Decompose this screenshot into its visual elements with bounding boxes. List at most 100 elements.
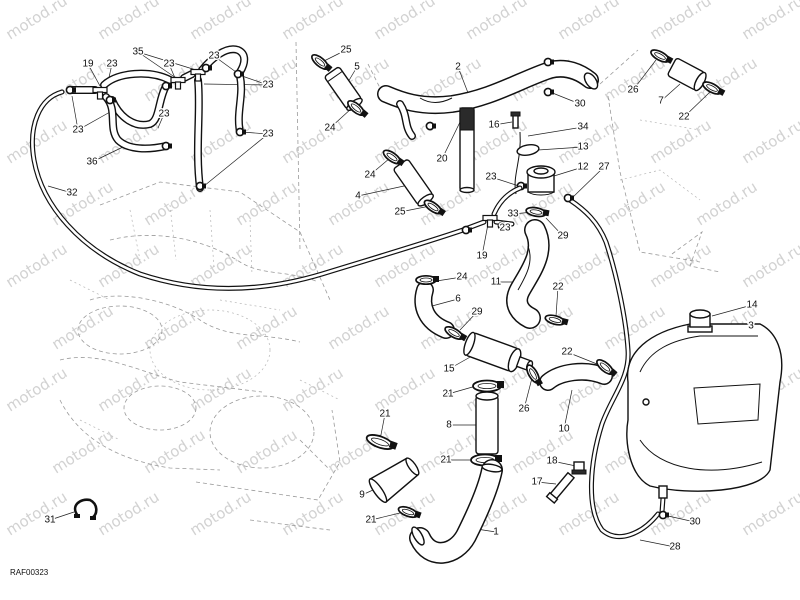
part-number-callout: 30 [574, 99, 586, 110]
part-number-callout: 12 [577, 162, 589, 173]
part-number-callout: 35 [132, 47, 144, 58]
expansion-tank-3 [626, 323, 783, 499]
part-number-callout: 32 [66, 188, 78, 199]
part-number-callout: 24 [456, 272, 468, 283]
watermark-text: motod.ru [233, 426, 301, 478]
bolt-16 [510, 111, 521, 129]
hose-7 [648, 46, 727, 99]
thermostat-housing-15 [463, 331, 534, 373]
watermark-text: motod.ru [187, 0, 255, 43]
part-number-callout: 19 [476, 251, 488, 262]
watermark-text: motod.ru [233, 302, 301, 354]
watermark-text: motod.ru [555, 0, 623, 43]
part-number-callout: 23 [163, 59, 175, 70]
watermark-text: motod.ru [601, 178, 669, 230]
part-number-callout: 21 [379, 409, 391, 420]
part-number-callout: 20 [436, 154, 448, 165]
part-number-callout: 23 [106, 59, 118, 70]
part-number-callout: 17 [531, 477, 543, 488]
part-number-callout: 21 [442, 389, 454, 400]
engine-outline-sketch [59, 41, 721, 531]
watermark-text: motod.ru [3, 364, 71, 416]
part-number-callout: 14 [746, 300, 758, 311]
watermark-text: motod.ru [739, 240, 800, 292]
figure-id: RAF00323 [10, 568, 49, 577]
part-number-callout: 23 [485, 172, 497, 183]
watermark-text: motod.ru [49, 178, 117, 230]
part-number-callout: 22 [561, 347, 573, 358]
watermark-text: motod.ru [739, 0, 800, 43]
watermark-text: motod.ru [3, 0, 71, 43]
part-number-callout: 31 [44, 515, 56, 526]
watermark-text: motod.ru [3, 240, 71, 292]
part-number-callout: 11 [491, 277, 502, 288]
part-number-callout: 34 [577, 122, 589, 133]
watermark-text: motod.ru [3, 488, 71, 540]
hose-clamp [415, 274, 440, 286]
hose-9 [364, 431, 423, 522]
watermark-text: motod.ru [371, 0, 439, 43]
watermark-text: motod.ru [647, 0, 715, 43]
watermark-text: motod.ru [279, 364, 347, 416]
part-number-callout: 29 [471, 307, 483, 318]
watermark-text: motod.ru [233, 178, 301, 230]
watermark-text: motod.ru [141, 302, 209, 354]
part-number-callout: 8 [446, 420, 452, 431]
pipe-20 [425, 107, 475, 194]
hose-10 [523, 356, 619, 387]
part-number-callout: 18 [546, 456, 558, 467]
part-number-callout: 22 [552, 282, 564, 293]
filler-neck-12 [514, 131, 556, 196]
hose-2 [386, 57, 600, 136]
watermark-text: motod.ru [325, 178, 393, 230]
clip-31 [73, 498, 98, 520]
part-number-callout: 24 [324, 123, 336, 134]
part-number-callout: 22 [678, 112, 690, 123]
watermark-text: motod.ru [693, 178, 761, 230]
watermark-text: motod.ru [95, 0, 163, 43]
watermark-text: motod.ru [187, 364, 255, 416]
watermark-text: motod.ru [647, 116, 715, 168]
part-number-callout: 10 [558, 424, 570, 435]
watermark-text: motod.ru [555, 488, 623, 540]
part-number-callout: 2 [455, 62, 461, 73]
part-number-callout: 21 [440, 455, 452, 466]
watermark-text: motod.ru [187, 488, 255, 540]
part-number-callout: 27 [598, 162, 610, 173]
part-number-callout: 21 [365, 515, 377, 526]
fitting-17-18 [545, 461, 587, 504]
hose-5 [308, 51, 370, 121]
part-number-callout: 23 [262, 129, 274, 140]
part-number-callout: 4 [355, 191, 361, 202]
part-number-callout: 26 [627, 85, 639, 96]
watermark-text: motod.ru [417, 426, 485, 478]
hose-clamp [543, 87, 555, 97]
part-number-callout: 26 [518, 404, 530, 415]
watermark-text: motod.ru [463, 0, 531, 43]
watermark-text: motod.ru [95, 364, 163, 416]
hose-1 [410, 463, 503, 553]
part-number-callout: 23 [72, 125, 84, 136]
hose-clamp [308, 51, 334, 75]
watermark-text: motod.ru [49, 426, 117, 478]
part-number-callout: 30 [689, 517, 701, 528]
watermark-text: motod.ru [325, 426, 393, 478]
watermark-text: motod.ru [279, 116, 347, 168]
part-number-callout: 6 [455, 294, 461, 305]
tank-cap-14 [658, 309, 713, 520]
watermark-text: motod.ru [739, 488, 800, 540]
part-number-callout: 1 [493, 527, 499, 538]
part-number-callout: 33 [507, 209, 519, 220]
part-number-callout: 7 [658, 96, 664, 107]
part-number-callout: 29 [557, 231, 569, 242]
hose-8 [470, 379, 505, 467]
part-number-callout: 16 [488, 120, 500, 131]
part-number-callout: 23 [262, 80, 274, 91]
part-number-callout: 13 [577, 142, 589, 153]
part-number-callout: 5 [354, 62, 360, 73]
part-number-callout: 24 [364, 170, 376, 181]
part-callouts: 19 23 35 23 23 23 23 23 23 36 32 25 5 24… [43, 43, 760, 554]
hose-4 [380, 146, 447, 219]
part-number-callout: 23 [499, 223, 511, 234]
